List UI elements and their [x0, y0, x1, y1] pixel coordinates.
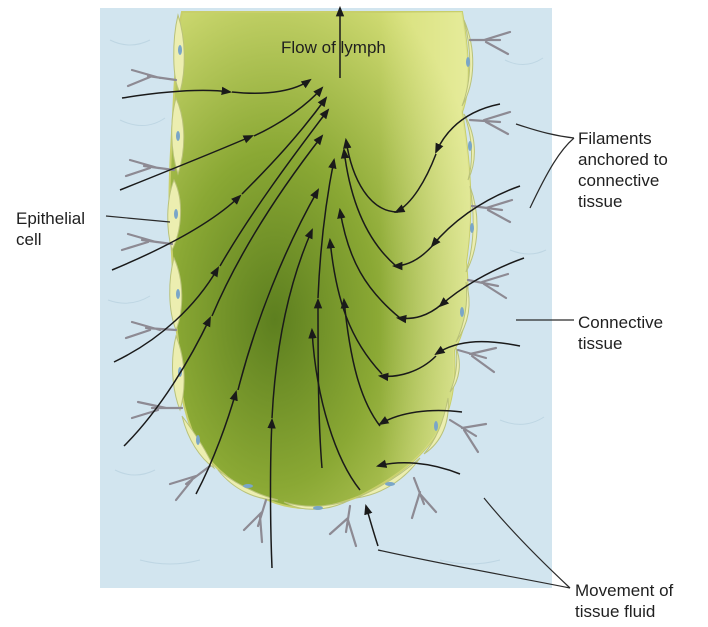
movement-of-tissue-fluid-label: Movement of tissue fluid — [575, 580, 673, 622]
connective-tissue-label: Connective tissue — [578, 312, 663, 354]
flow-of-lymph-label: Flow of lymph — [281, 37, 386, 58]
filaments-label: Filaments anchored to connective tissue — [578, 128, 668, 212]
epithelial-cell-label: Epithelial cell — [16, 208, 85, 250]
